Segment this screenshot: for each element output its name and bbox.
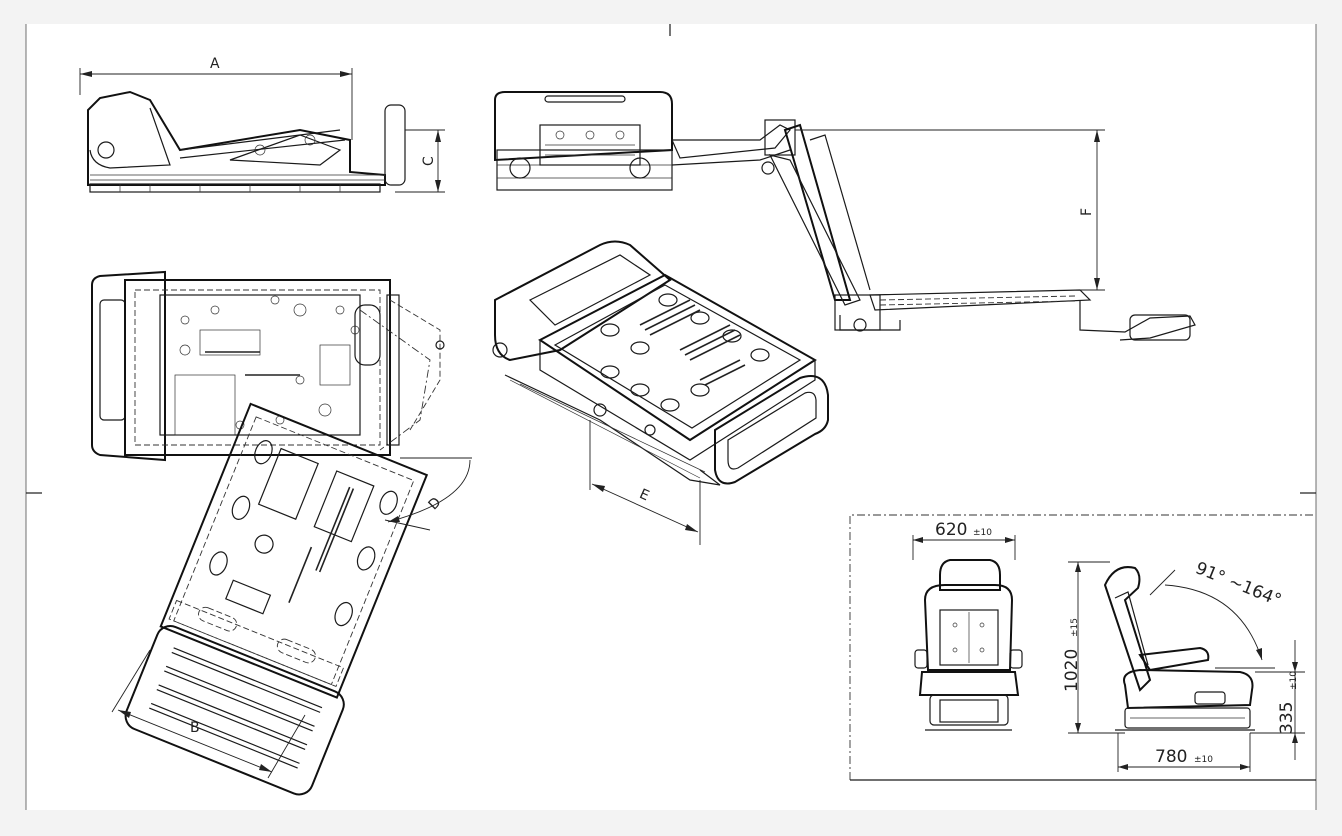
width-tolerance: ±10 — [973, 528, 992, 538]
dimension-c: C — [395, 129, 445, 193]
dimension-depth: 780 ±10 — [1117, 733, 1251, 772]
dimension-height: 1020 ±15 — [1062, 561, 1125, 734]
depth-value: 780 — [1155, 747, 1187, 767]
width-value: 620 — [935, 520, 967, 540]
seat-front-view — [914, 559, 1023, 731]
label-c: C — [421, 156, 437, 166]
top-view — [91, 270, 445, 462]
side-view-extended — [494, 91, 1196, 341]
inset-frame — [849, 514, 1316, 781]
rotated-plate — [124, 402, 429, 796]
dimension-seat-height: 335 ±10 — [1250, 640, 1305, 760]
isometric-view — [492, 240, 829, 486]
seat-height-value: 335 — [1277, 702, 1297, 734]
label-b: B — [190, 720, 200, 736]
label-a: A — [210, 56, 220, 72]
label-f: F — [1079, 208, 1095, 216]
dimension-b: B — [111, 649, 306, 779]
side-view-closed — [87, 90, 406, 193]
dimension-f: F — [795, 129, 1105, 291]
dimension-a: A — [79, 56, 353, 140]
dimension-width: 620 ±10 — [912, 520, 1016, 560]
height-value: 1020 — [1062, 649, 1082, 692]
sheet-area — [26, 24, 1316, 810]
seat-side-view — [1103, 566, 1255, 731]
depth-tolerance: ±10 — [1194, 755, 1213, 765]
frame-ticks — [25, 24, 1317, 810]
seat-height-tolerance: ±10 — [1289, 671, 1299, 690]
height-tolerance: ±15 — [1070, 618, 1080, 637]
